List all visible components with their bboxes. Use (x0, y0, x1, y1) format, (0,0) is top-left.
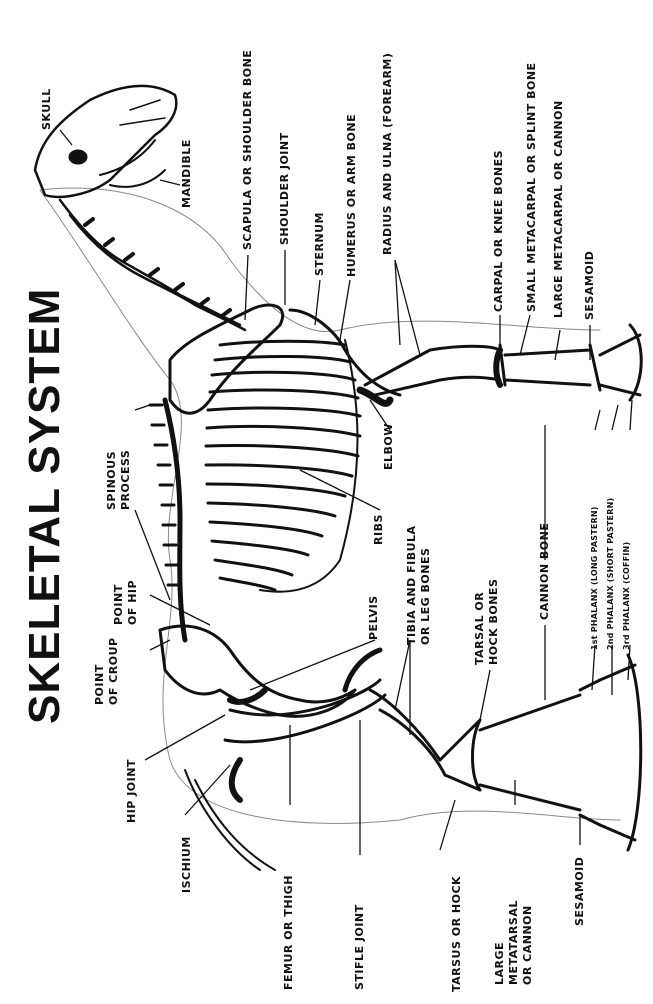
label-large-metatarsal: LARGE METATARSAL OR CANNON (493, 900, 535, 985)
label-elbow: ELBOW (382, 423, 396, 470)
label-phalanx-1: 1st PHALANX (LONG PASTERN) (590, 506, 600, 650)
rib-cage (206, 341, 360, 590)
skull-bone (35, 86, 176, 197)
label-spinous-process: SPINOUS PROCESS (105, 450, 133, 510)
label-humerus: HUMERUS OR ARM BONE (345, 114, 359, 277)
label-carpal: CARPAL OR KNEE BONES (492, 150, 506, 312)
label-point-of-croup: POINT OF CROUP (93, 637, 121, 705)
label-tarsal: TARSAL OR HOCK BONES (473, 579, 501, 665)
label-sesamoid-front: SESAMOID (583, 251, 597, 320)
label-tarsus: TARSUS OR HOCK (450, 876, 464, 992)
label-scapula: SCAPULA OR SHOULDER BONE (241, 50, 255, 250)
label-stifle: STIFLE JOINT (353, 904, 367, 990)
label-ischium: ISCHIUM (180, 836, 194, 893)
label-small-metacarpal: SMALL METACARPAL OR SPLINT BONE (525, 62, 539, 312)
label-skull: SKULL (40, 88, 54, 130)
label-mandible: MANDIBLE (180, 139, 194, 208)
label-sesamoid-hind: SESAMOID (573, 857, 587, 926)
diagram-title: SKELETAL SYSTEM (20, 288, 70, 724)
pelvis-bone (160, 626, 355, 716)
label-tibia-fibula: TIBIA AND FIBULA OR LEG BONES (405, 525, 433, 645)
label-sternum: STERNUM (313, 212, 327, 276)
hind-leg (225, 650, 641, 850)
label-point-of-hip: POINT OF HIP (112, 580, 140, 625)
label-phalanx-3: 3rd PHALANX (COFFIN) (622, 542, 632, 650)
label-pelvis: PELVIS (367, 595, 381, 640)
neck-vertebrae (60, 200, 245, 330)
label-large-metacarpal: LARGE METACARPAL OR CANNON (552, 100, 566, 318)
label-shoulder-joint: SHOULDER JOINT (278, 132, 292, 245)
label-femur: FEMUR OR THIGH (282, 875, 296, 990)
label-radius-ulna: RADIUS AND ULNA (FOREARM) (381, 53, 395, 255)
label-hip-joint: HIP JOINT (125, 759, 139, 823)
label-ribs: RIBS (372, 514, 386, 545)
label-cannon-bone: CANNON BONE (538, 523, 552, 620)
label-phalanx-2: 2nd PHALANX (SHORT PASTERN) (606, 498, 616, 650)
